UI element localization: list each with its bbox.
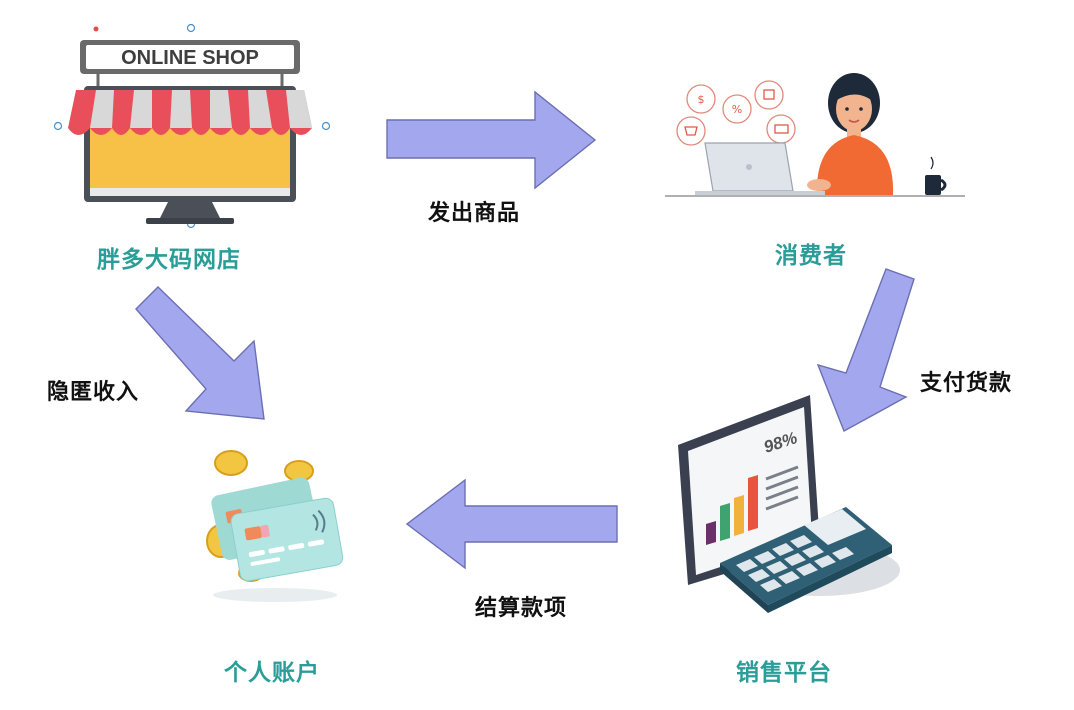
online-shop-icon: ONLINE SHOP (53, 23, 331, 229)
edge-label-pay: 支付货款 (920, 371, 1013, 396)
shop-sign-text: ONLINE SHOP (121, 47, 259, 69)
edge-label-ship-goods: 发出商品 (428, 201, 521, 226)
calculator-chart-icon: 98% (678, 395, 900, 613)
node-label-platform: 销售平台 (736, 660, 832, 686)
arrow-settle (405, 478, 618, 570)
bank-cards-coins-icon (206, 450, 344, 602)
arrow-ship-goods (386, 90, 597, 190)
svg-text:%: % (732, 103, 742, 116)
arrow-pay (816, 268, 915, 432)
node-label-shop: 胖多大码网店 (97, 247, 241, 273)
svg-text:$: $ (698, 93, 705, 106)
node-label-consumer: 消费者 (775, 243, 847, 269)
edge-label-hide-income: 隐匿收入 (47, 380, 140, 405)
arrow-hide-income (135, 286, 265, 420)
edge-label-settle: 结算款项 (475, 596, 568, 621)
node-label-account: 个人账户 (224, 660, 320, 686)
consumer-at-laptop-icon: $ % (665, 73, 965, 197)
